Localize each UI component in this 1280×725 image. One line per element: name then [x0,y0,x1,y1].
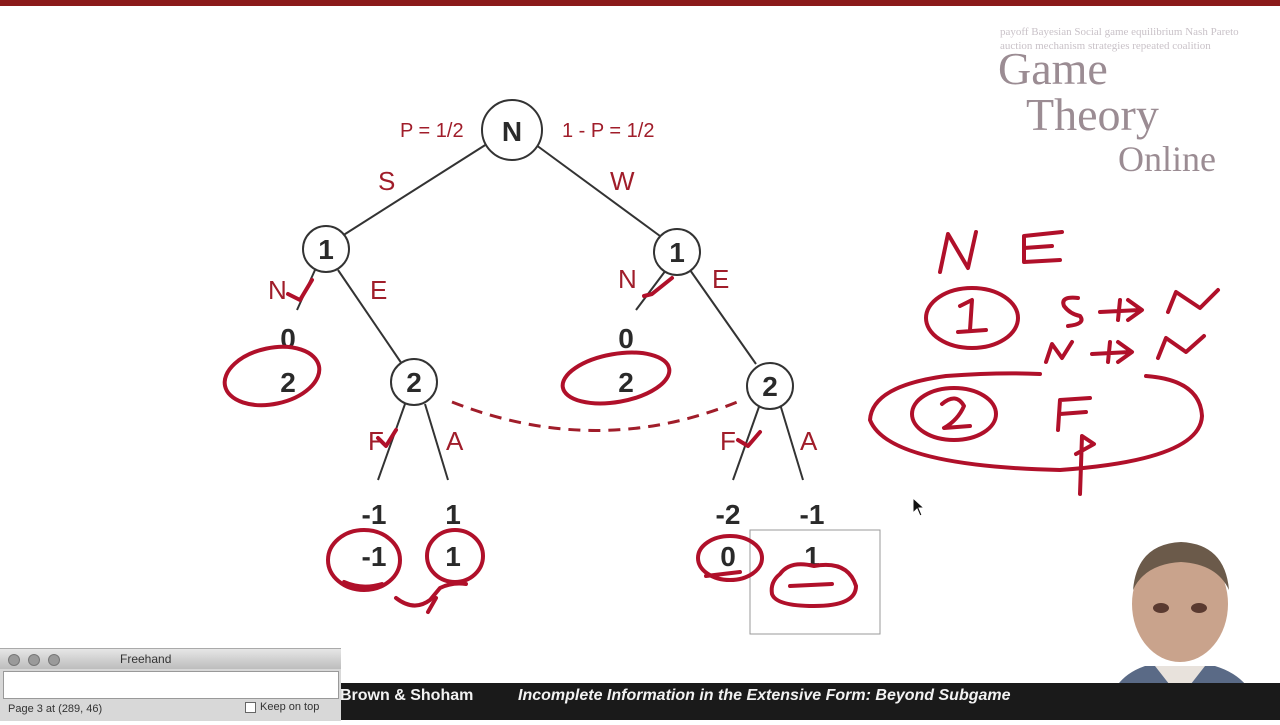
logo-line-online: Online [1118,139,1216,179]
ink-arrow-left-a [394,581,468,614]
node-player1-left-label: 1 [318,234,334,265]
footer-lecture-title: Incomplete Information in the Extensive … [518,687,1011,704]
branch-label-right-e: E [712,264,729,294]
branch-label-right-f: F [720,426,736,456]
node-player2-right-label: 2 [762,371,778,402]
ink-blob-right-a [769,562,858,608]
branch-label-left-a: A [446,426,464,456]
branch-label-s: S [378,166,395,196]
edge-p2l-f [377,403,406,481]
node-root: N [481,99,543,161]
ink-letter-n-s [1166,288,1220,314]
freehand-window[interactable]: Freehand Page 3 at (289, 46) Keep on top [0,648,341,721]
top-accent-bar [0,0,1280,6]
selection-rectangle [749,529,881,635]
ink-check-right-n [642,276,674,298]
edge-p1r-e [689,269,757,365]
keep-on-top-checkbox[interactable] [245,701,256,713]
presenter-silhouette [1105,542,1261,720]
ink-ellipse-player2 [868,371,1204,472]
zoom-window-icon[interactable] [48,654,60,666]
edge-p1r-n [635,269,667,311]
ink-check-left-n [286,278,314,302]
logo-line-theory: Theory [1026,89,1159,140]
freehand-text-input[interactable] [3,671,339,699]
logo-word-cloud: payoff Bayesian Social game equilibrium … [1000,26,1239,52]
payoff-right-n-p2: 2 [618,367,634,398]
edge-root-left [341,141,491,237]
ink-circle-left-payoff [222,344,322,408]
ink-circle-right-f [696,534,764,582]
ink-arrow-up-f [1074,434,1096,496]
payoff-right-n-p1: 0 [618,323,634,354]
freehand-title: Freehand [120,652,172,666]
node-player1-right-label: 1 [669,237,685,268]
ink-underline-right-f [704,570,742,578]
node-root-label: N [502,116,522,147]
root-left-probability: P = 1/2 [400,120,464,142]
payoff-left-n-p2: 2 [280,367,296,398]
edge-root-right [531,141,661,237]
edge-p1l-e [337,269,403,365]
ink-letter-e [1022,230,1064,264]
logo-line-game: Game [998,43,1108,94]
game-theory-online-logo: payoff Bayesian Social game equilibrium … [990,20,1260,190]
branch-label-left-e: E [370,275,387,305]
branch-label-left-f: F [368,426,384,456]
ink-circle-player1 [924,286,1020,350]
ink-letter-n [938,230,978,274]
information-set-dashed-line [451,398,743,432]
payoff-right-a-p1: -1 [800,499,825,530]
root-right-probability: 1 - P = 1/2 [562,120,654,142]
payoff-left-a-p2: 1 [445,541,461,572]
branch-label-right-a: A [800,426,818,456]
branch-label-left-n: N [268,275,287,305]
ink-digit-1 [956,298,988,334]
freehand-titlebar[interactable]: Freehand [0,649,341,669]
node-player2-right: 2 [746,362,794,410]
ink-arrow-w [1090,340,1134,364]
payoff-left-a-p1: 1 [445,499,461,530]
footer-authors: Brown & Shoham [340,687,474,704]
branch-label-right-n: N [618,264,637,294]
keep-on-top-label: Keep on top [260,701,320,713]
node-player2-left: 2 [390,358,438,406]
freehand-status: Page 3 at (289, 46) [8,703,103,715]
ink-circle-left-f [326,528,402,592]
node-player2-left-label: 2 [406,367,422,398]
ink-arrow-s [1098,298,1144,322]
payoff-left-f-p2: -1 [362,541,387,572]
edge-p2l-a [424,403,449,481]
ink-letter-f [1056,396,1092,432]
payoff-left-f-p1: -1 [362,499,387,530]
handwritten-annotations [222,230,1220,614]
ink-letter-n-w [1156,334,1206,360]
ink-letter-w [1044,340,1074,364]
payoff-right-f-p1: -2 [716,499,741,530]
payoff-right-f-p2: 0 [720,541,736,572]
node-player1-right: 1 [653,228,701,276]
keep-on-top-option[interactable]: Keep on top [245,701,319,713]
ink-underline-right-a [788,582,834,588]
close-window-icon[interactable] [8,654,20,666]
ink-letter-s [1061,295,1084,328]
edge-p2r-a [779,403,804,481]
ink-circle-right-payoff [560,350,672,406]
ink-underline-left-f [342,580,384,589]
ink-digit-2 [940,396,972,430]
presenter-video [1085,528,1275,720]
node-player1-left: 1 [302,225,350,273]
branch-label-w: W [610,166,635,196]
mouse-pointer-icon [912,497,926,517]
edge-p2r-f [732,403,761,481]
minimize-window-icon[interactable] [28,654,40,666]
ink-check-right-f [736,430,762,448]
ink-circle-player2 [910,386,998,442]
ink-check-left-f [376,428,398,448]
tree-edges [296,141,804,481]
